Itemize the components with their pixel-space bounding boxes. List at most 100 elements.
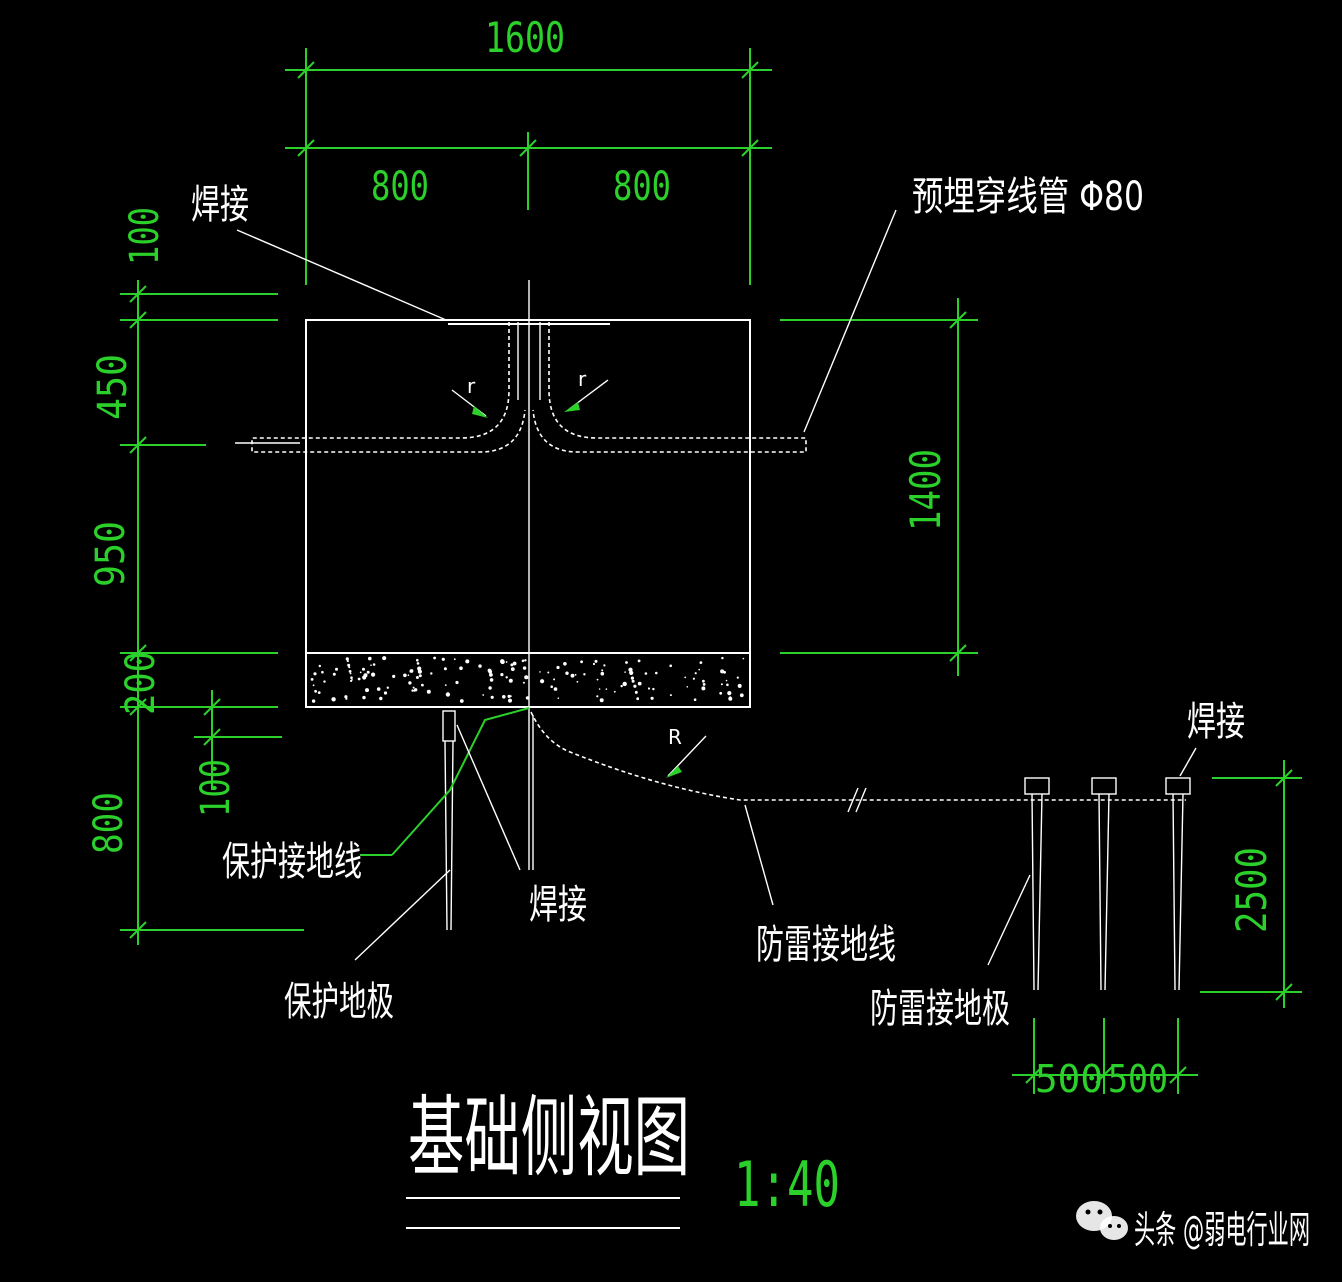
gravel-dot	[605, 688, 608, 690]
gravel-dot	[318, 664, 321, 668]
gravel-dot	[505, 676, 508, 679]
wechat-icon	[1076, 1201, 1128, 1240]
gravel-dot	[365, 688, 369, 693]
gravel-dot	[363, 673, 368, 678]
gravel-dot	[720, 683, 723, 686]
gravel-dot	[510, 695, 512, 697]
gravel-dot	[669, 694, 672, 697]
gravel-dot	[444, 684, 447, 686]
top-leaders	[236, 209, 897, 433]
gravel-dot	[540, 679, 545, 684]
gravel-dot	[376, 687, 381, 691]
gravel-dot	[596, 695, 599, 698]
gravel-dot	[459, 666, 463, 670]
gravel-dot	[600, 671, 605, 676]
gravel-dot	[312, 684, 315, 687]
foundation-block	[305, 280, 751, 715]
dim-electrode-spacing-2: 500	[1108, 1057, 1168, 1101]
gravel-dot	[502, 695, 506, 699]
gravel-dot	[692, 677, 696, 680]
label-protective-ground-wire: 保护接地线	[222, 839, 362, 885]
gravel-dot	[742, 657, 745, 660]
gravel-dot	[596, 678, 599, 681]
lightning-electrodes	[987, 747, 1197, 991]
gravel-dot	[345, 657, 349, 661]
drawing-scale: 1:40	[734, 1148, 840, 1221]
gravel-dot	[698, 668, 700, 671]
gravel-dot	[362, 667, 365, 671]
gravel-dot	[565, 671, 569, 675]
gravel-dot	[311, 699, 316, 703]
gravel-dot	[525, 675, 529, 680]
gravel-dot	[701, 686, 706, 691]
gravel-dot	[522, 666, 527, 670]
gravel-dot	[739, 693, 744, 698]
gravel-dot	[478, 664, 482, 668]
gravel-dot	[574, 674, 577, 676]
gravel-dot	[702, 679, 705, 683]
gravel-dot	[414, 688, 418, 692]
gravel-dot	[443, 667, 447, 671]
gravel-dot	[417, 669, 422, 674]
label-conduit: 预埋穿线管 Φ80	[912, 174, 1144, 220]
gravel-dot	[370, 664, 372, 666]
gravel-dot	[416, 658, 419, 662]
gravel-dot	[372, 663, 376, 666]
gravel-cushion	[310, 656, 745, 703]
dim-electrode-length: 2500	[1227, 847, 1276, 933]
gravel-dot	[686, 686, 689, 688]
gravel-dot	[323, 680, 326, 683]
gravel-dot	[331, 697, 336, 702]
gravel-dot	[550, 685, 553, 688]
gravel-dot	[553, 678, 556, 681]
gravel-dot	[348, 666, 351, 669]
gravel-dot	[622, 681, 627, 687]
gravel-dot	[719, 691, 723, 695]
gravel-dot	[720, 669, 725, 674]
gravel-dot	[624, 671, 626, 673]
gravel-dot	[570, 673, 575, 678]
left-dimensions: 100 450 950 200 100 800	[86, 207, 304, 945]
gravel-dot	[357, 677, 361, 681]
gravel-dot	[445, 692, 451, 697]
gravel-dot	[453, 658, 456, 661]
gravel-dot	[335, 667, 338, 671]
gravel-dot	[598, 688, 601, 690]
gravel-dot	[314, 689, 317, 693]
gravel-dot	[426, 689, 431, 694]
gravel-dot	[508, 678, 513, 683]
gravel-dot	[637, 659, 641, 663]
gravel-dot	[628, 667, 633, 672]
gravel-dot	[488, 669, 493, 674]
gravel-dot	[345, 697, 348, 700]
protective-electrode	[354, 707, 534, 961]
gravel-dot	[601, 669, 604, 672]
gravel-dot	[563, 662, 567, 666]
gravel-dot	[576, 680, 579, 683]
gravel-dot	[510, 667, 515, 671]
lightning-ground-wire: R	[530, 711, 1186, 906]
gravel-dot	[321, 670, 324, 674]
gravel-dot	[525, 696, 530, 700]
gravel-dot	[507, 694, 511, 699]
gravel-dot	[694, 672, 697, 675]
label-lightning-ground-wire: 防雷接地线	[756, 922, 896, 968]
gravel-dot	[317, 691, 321, 694]
gravel-dot	[652, 687, 655, 691]
gravel-dot	[524, 659, 527, 662]
gravel-dot	[455, 680, 459, 685]
top-dimensions: 1600 800 800	[285, 13, 772, 285]
gravel-dot	[633, 684, 637, 688]
gravel-dot	[603, 664, 606, 667]
gravel-dot	[629, 670, 634, 676]
dim-lower-depth: 950	[88, 521, 134, 587]
label-lightning-electrode: 防雷接地极	[870, 986, 1010, 1032]
gravel-dot	[508, 698, 512, 703]
gravel-dot	[430, 672, 433, 675]
gravel-dot	[510, 663, 514, 667]
gravel-dot	[313, 672, 317, 676]
right-dimension-block: 1400	[780, 298, 978, 676]
dim-left-half: 800	[371, 164, 429, 210]
gravel-dot	[669, 664, 672, 668]
